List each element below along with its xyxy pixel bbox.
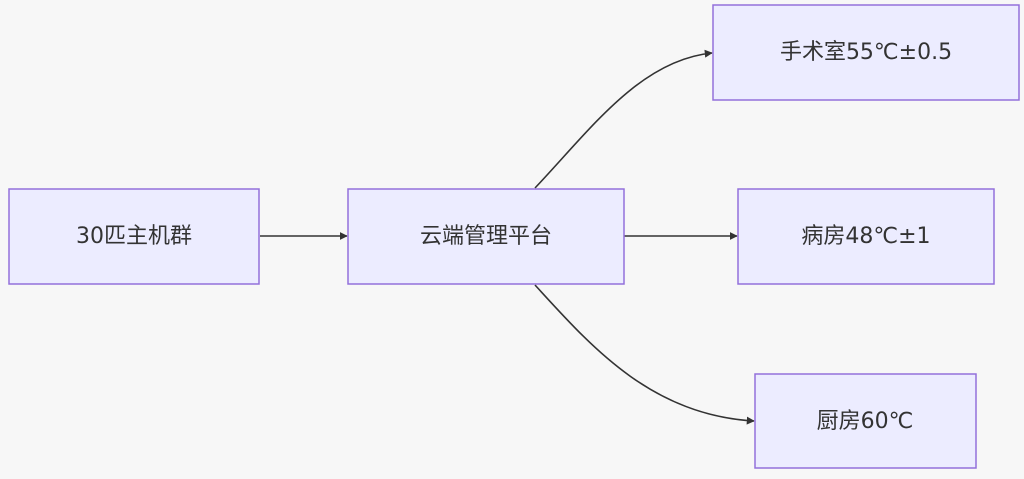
node-host-group[interactable]: 30匹主机群 bbox=[8, 188, 260, 285]
node-host-group-label: 30匹主机群 bbox=[76, 224, 192, 249]
edge-platform-to-kitchen bbox=[534, 284, 755, 425]
node-cloud-platform[interactable]: 云端管理平台 bbox=[347, 188, 625, 285]
node-surgery-room-label: 手术室55℃±0.5 bbox=[780, 40, 952, 65]
node-surgery-room-box bbox=[712, 4, 1020, 101]
node-kitchen-box bbox=[754, 373, 977, 469]
node-ward-box bbox=[737, 188, 995, 285]
edge-platform-to-surgery bbox=[534, 49, 713, 189]
node-kitchen-label: 厨房60℃ bbox=[817, 409, 914, 434]
node-host-group-box bbox=[8, 188, 260, 285]
node-kitchen[interactable]: 厨房60℃ bbox=[754, 373, 977, 469]
node-surgery-room[interactable]: 手术室55℃±0.5 bbox=[712, 4, 1020, 101]
node-ward[interactable]: 病房48℃±1 bbox=[737, 188, 995, 285]
node-cloud-platform-box bbox=[347, 188, 625, 285]
node-ward-label: 病房48℃±1 bbox=[801, 224, 930, 249]
node-cloud-platform-label: 云端管理平台 bbox=[420, 224, 552, 249]
edges bbox=[260, 49, 755, 425]
